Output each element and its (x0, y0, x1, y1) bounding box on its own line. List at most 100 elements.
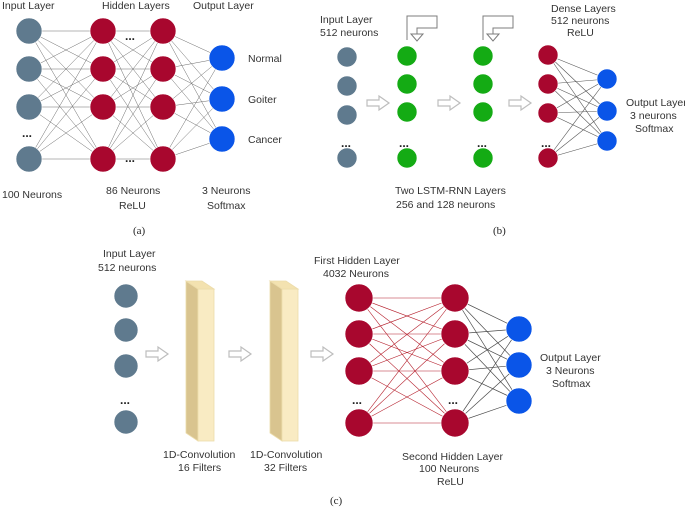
panel-c-arrow-3 (310, 345, 335, 363)
panel-b-dense-title-2: 512 neurons (551, 15, 609, 27)
panel-a-hidden-title: Hidden Layers (102, 0, 170, 12)
panel-c-edge-red (358, 370, 456, 424)
panel-c-hidden2-neuron (440, 408, 470, 438)
panel-c-input-title-2: 512 neurons (98, 262, 156, 274)
panel-b-lstm2-neuron (472, 147, 494, 169)
panel-c-hidden2-neuron (440, 356, 470, 386)
panel-a-input-neuron (15, 145, 43, 173)
panel-b-dense-neuron (537, 147, 559, 169)
panel-c-second-hidden-1: Second Hidden Layer (402, 451, 503, 463)
panel-c-conv2-2: 32 Filters (264, 462, 307, 474)
panel-b-recurrent-loop-2 (482, 15, 514, 40)
panel-c-edge-red (358, 297, 456, 424)
panel-b-dense-title-3: ReLU (567, 27, 594, 39)
panel-b-output-neuron (596, 130, 618, 152)
panel-c-input-neuron (113, 283, 139, 309)
panel-b-edge (547, 112, 608, 142)
panel-a-hidden-ellipsis-bottom: ... (125, 151, 135, 165)
conv-block-1-side (185, 280, 199, 442)
panel-c-input-neuron (113, 409, 139, 435)
panel-b-edge (547, 78, 608, 114)
panel-b-dense-neuron (537, 44, 559, 66)
panel-a-input-title: Input Layer (2, 0, 55, 12)
panel-a-edge (28, 68, 104, 160)
panel-c-edge-red (358, 297, 456, 372)
panel-a-hidden1-neuron (89, 55, 117, 83)
panel-c-input-neuron (113, 317, 139, 343)
panel-b-edge (547, 78, 608, 159)
neuron-nodes (15, 17, 618, 438)
panel-c-first-hidden-1: First Hidden Layer (314, 255, 400, 267)
panel-a-edge (102, 30, 164, 108)
panel-b-dense-ellipsis: ... (541, 136, 551, 150)
panel-a-hidden1-neuron (89, 17, 117, 45)
panel-a-output-caption-2: Softmax (207, 200, 246, 212)
panel-c: Input Layer 512 neurons First Hidden Lay… (98, 248, 601, 507)
panel-c-input-neuron (113, 353, 139, 379)
panel-a-input-neuron (15, 93, 43, 121)
panel-c-edge-red (358, 333, 456, 372)
conv-block-1-top (184, 280, 216, 290)
panel-a-edge (28, 106, 104, 160)
panel-b-edge (547, 83, 608, 142)
panel-b-output-neuron (596, 68, 618, 90)
panel-b-lstm2-neuron (472, 101, 494, 123)
panel-c-hidden1-ellipsis: ... (352, 393, 362, 407)
panel-b-recurrent-loop-1 (406, 15, 438, 40)
panel-b-input-neuron (336, 75, 358, 97)
panel-b-dense-neuron (537, 102, 559, 124)
panel-a-hidden1-neuron (89, 145, 117, 173)
panel-b-edge (547, 54, 608, 80)
panel-b-caption: (b) (493, 225, 506, 237)
panel-b-arrow-1 (366, 94, 391, 112)
panel-a-edge (162, 30, 223, 140)
flow-arrows (145, 15, 533, 363)
panel-a-output-caption-1: 3 Neurons (202, 185, 250, 197)
panel-a-caption: (a) (133, 225, 146, 237)
panel-c-conv1-2: 16 Filters (178, 462, 221, 474)
panel-a-edge (162, 30, 223, 100)
panel-b-input-neuron (336, 104, 358, 126)
panel-a-input-neuron (15, 17, 43, 45)
panel-b-lstm1-ellipsis: ... (399, 136, 409, 150)
panel-a-edge (162, 57, 223, 160)
panel-c-second-hidden-2: 100 Neurons (419, 463, 479, 475)
panel-a-input-neuron (15, 55, 43, 83)
panel-b-output-neuron (596, 100, 618, 122)
panel-c-input-ellipsis: ... (120, 393, 130, 407)
panel-c-edge-red (358, 333, 456, 424)
panel-b-lstm2-ellipsis: ... (477, 136, 487, 150)
panel-a-hidden1-neuron (89, 93, 117, 121)
panel-a-output-goiter: Goiter (248, 94, 277, 106)
panel-b-edge (547, 54, 608, 142)
panel-c-input-title-1: Input Layer (103, 248, 156, 260)
panel-b-lstm2-neuron (472, 45, 494, 67)
panel-c-edge-red (358, 297, 456, 335)
panel-c-output-neuron (505, 387, 533, 415)
panel-c-arrow-2 (228, 345, 253, 363)
panel-c-output-1: Output Layer (540, 352, 601, 364)
panel-c-output-3: Softmax (552, 378, 591, 390)
panel-c-edge-gray (454, 364, 520, 424)
panel-b-input-neuron (336, 46, 358, 68)
panel-a-edge (28, 30, 104, 108)
panel-b-edge (547, 54, 608, 112)
panel-a-hidden-caption-1: 86 Neurons (106, 185, 160, 197)
panel-c-conv1-1: 1D-Convolution (163, 449, 236, 461)
panel-c-output-2: 3 Neurons (546, 365, 594, 377)
panel-a-edge (102, 68, 164, 160)
panel-c-caption: (c) (330, 495, 343, 507)
panel-c-hidden2-ellipsis: ... (448, 393, 458, 407)
panel-a-edge (162, 98, 223, 160)
panel-b-output-3: Softmax (635, 123, 674, 135)
panel-a-input-caption: 100 Neurons (2, 189, 62, 201)
panel-c-conv2-1: 1D-Convolution (250, 449, 323, 461)
panel-a-output-neuron (208, 44, 236, 72)
panel-b-edge (547, 110, 608, 159)
layer-shapes (184, 280, 300, 442)
panel-a-hidden-ellipsis-top: ... (125, 29, 135, 43)
panel-b: Input Layer 512 neurons Dense Layers 512… (320, 3, 685, 237)
panel-a-edge (162, 68, 223, 140)
panel-a-output-title: Output Layer (193, 0, 254, 12)
